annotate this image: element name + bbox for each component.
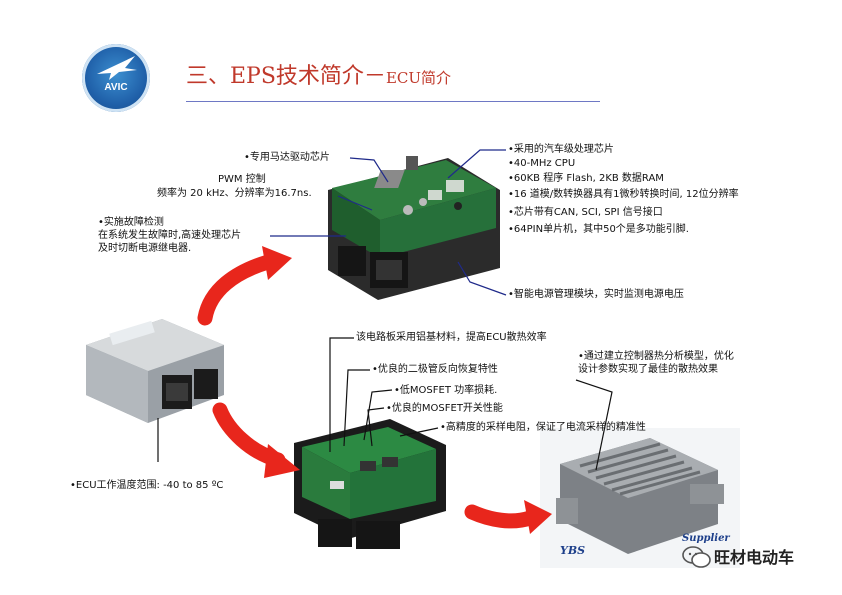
leader-motor-chip: [349, 157, 389, 183]
watermark-text: 旺材电动车: [714, 548, 795, 567]
red-arrow-up-head: [262, 246, 292, 280]
label-cpu-line5: •芯片带有CAN, SCI, SPI 信号接口: [508, 207, 663, 218]
label-fault-title: •实施故障检测: [98, 217, 164, 228]
avic-logo: [82, 44, 150, 112]
red-arrow-right: [464, 504, 538, 529]
photo-label-ybs: YBS: [560, 544, 586, 557]
leader-power: [457, 261, 507, 296]
leader-cpu: [447, 149, 506, 179]
label-diode: •优良的二极管反向恢复特性: [372, 364, 498, 375]
red-arrow-right-head: [524, 500, 552, 534]
label-cpu-line1: •采用的汽车级处理芯片: [508, 144, 614, 155]
label-mosfet-loss: •低MOSFET 功率损耗.: [394, 385, 498, 396]
leader-mosfet-switch: [367, 407, 385, 447]
label-aluminum-board: 该电路板采用铝基材料，提高ECU散热效率: [356, 332, 547, 343]
leader-resistor: [399, 427, 439, 437]
plane-icon: [97, 56, 137, 80]
label-mosfet-switch: •优良的MOSFET开关性能: [386, 403, 503, 414]
label-thermal-line1: •通过建立控制器热分析模型，优化: [578, 351, 734, 362]
label-motor-driver-chip: •专用马达驱动芯片: [244, 152, 330, 163]
ecu-heatsink-photo: [540, 428, 740, 568]
label-cpu-line6: •64PIN单片机，其中50个是多功能引脚.: [508, 224, 689, 235]
page-title: 三、EPS技术简介－ECU简介: [186, 58, 451, 90]
label-pwm-title: PWM 控制: [218, 174, 266, 185]
ecu-top-board-photo: [328, 156, 500, 300]
title-rule: [186, 101, 600, 102]
title-sub: ECU简介: [385, 69, 452, 87]
label-resistor: •高精度的采样电阻，保证了电流采样的精准性: [440, 422, 646, 433]
label-temp-range: •ECU工作温度范围: -40 to 85 ºC: [70, 480, 224, 491]
leader-diode: [343, 369, 370, 447]
red-arrow-down-head: [264, 444, 300, 478]
label-thermal-line2: 设计参数实现了最佳的散热效果: [578, 364, 718, 375]
photo-label-supplier: Supplier: [682, 533, 730, 544]
label-pwm-detail: 频率为 20 kHz、分辨率为16.7ns.: [157, 188, 312, 199]
leader-mosfet-loss: [363, 389, 393, 441]
label-power-mgmt: •智能电源管理模块，实时监测电源电压: [508, 289, 684, 300]
title-main: 三、EPS技术简介－: [186, 64, 386, 89]
ecu-open-housing-photo: [294, 419, 446, 549]
label-cpu-line3: •60KB 程序 Flash, 2KB 数据RAM: [508, 173, 664, 184]
leader-thermal: [575, 379, 613, 471]
ecu-enclosure-photo: [86, 319, 224, 423]
label-cpu-line2: •40-MHz CPU: [508, 158, 576, 169]
label-fault-line1: 在系统发生故障时,高速处理芯片: [98, 230, 242, 241]
label-cpu-line4: •16 道模/数转换器具有1微秒转换时间, 12位分辨率: [508, 189, 739, 200]
red-arrow-up: [197, 254, 276, 326]
leader-pwm: [337, 195, 373, 211]
label-fault-line2: 及时切断电源继电器.: [98, 243, 192, 254]
leader-aluminum: [329, 337, 354, 452]
logo-text: AVIC: [104, 82, 128, 93]
wechat-icon: [682, 546, 711, 568]
